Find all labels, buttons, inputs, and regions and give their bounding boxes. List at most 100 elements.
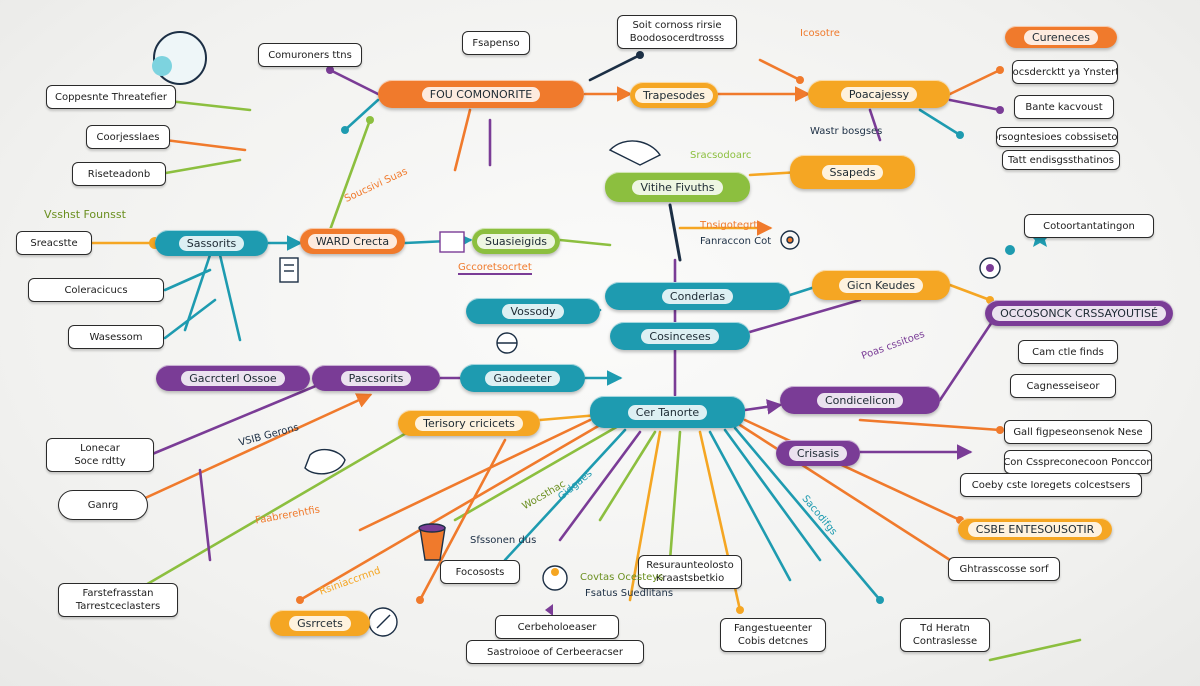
label-fsapenso[interactable]: Fsapenso bbox=[462, 31, 530, 55]
connector bbox=[858, 418, 1002, 432]
connector bbox=[538, 413, 600, 422]
label-fangestueenter[interactable]: Fangestueenter Cobis detcnes bbox=[720, 618, 826, 652]
connector bbox=[163, 268, 212, 292]
label-bante-kacvoust[interactable]: Bante kacvoust bbox=[1014, 95, 1114, 119]
connector bbox=[183, 253, 212, 332]
connector bbox=[948, 98, 1002, 112]
brain-icon bbox=[304, 448, 346, 475]
hub-label: Gaodeeter bbox=[485, 370, 560, 386]
hub-vitihe-fivuths[interactable]: Vitihe Fivuths bbox=[605, 172, 750, 202]
label-resurauntelesto[interactable]: Resuraunteolosto Kraastsbetkio bbox=[638, 555, 742, 589]
hub-cosinceses[interactable]: Cosinceses bbox=[610, 322, 750, 350]
label-ganrg[interactable]: Ganrg bbox=[58, 490, 148, 520]
label-farstefrasstan[interactable]: Farstefrasstan Tarrestceclasters bbox=[58, 583, 178, 617]
label-text: Cagnesseiseor bbox=[1026, 380, 1100, 392]
hub-occosoncK[interactable]: OCCOSONCK CRSSAYOUTISÉ bbox=[985, 300, 1173, 326]
hub-label: Sassorits bbox=[178, 235, 245, 251]
hub-ssapeds[interactable]: Ssapeds bbox=[790, 155, 915, 189]
hub-pascsorits[interactable]: Pascsorits bbox=[312, 365, 440, 391]
hub-gaodeeter[interactable]: Gaodeeter bbox=[460, 364, 585, 392]
hub-label: FOU COMONORITE bbox=[421, 86, 541, 102]
label-td-heratn[interactable]: Td Heratn Contraslesse bbox=[900, 618, 990, 652]
hub-csbe[interactable]: CSBE ENTESOUSOTIR bbox=[958, 518, 1112, 540]
connector bbox=[743, 399, 783, 415]
label-soit-cornoss[interactable]: Soit cornoss rirsie Boodosocerdtrosss bbox=[617, 15, 737, 49]
pen-icon bbox=[368, 607, 398, 637]
label-lonecar[interactable]: Lonecar Soce rdtty bbox=[46, 438, 154, 472]
label-focososts[interactable]: Focososts bbox=[440, 560, 520, 584]
label-line: Lonecar bbox=[80, 443, 120, 454]
label-riseteadonb[interactable]: Riseteadonb bbox=[72, 162, 166, 186]
label-cagnesseiseor[interactable]: Cagnesseiseor bbox=[1010, 374, 1116, 398]
hub-poacajessy[interactable]: Poacajessy bbox=[808, 80, 950, 108]
label-tatt-endis[interactable]: Tatt endisgssthatinos bbox=[1002, 150, 1120, 170]
hub-label: Terisory cricicets bbox=[415, 415, 523, 431]
hub-gsrrcets[interactable]: Gsrrcets bbox=[270, 610, 370, 636]
connector bbox=[328, 68, 380, 96]
connector bbox=[733, 426, 882, 602]
hub-terisory-cricicets[interactable]: Terisory cricicets bbox=[398, 410, 540, 436]
hub-label: Cosinceses bbox=[641, 328, 719, 344]
hub-ward-crecta[interactable]: WARD Crecta bbox=[300, 228, 405, 254]
label-wasessom[interactable]: Wasessom bbox=[68, 325, 164, 349]
hub-label: Condicelicon bbox=[816, 392, 904, 408]
label-cerbeholoeaser[interactable]: Cerbeholoeaser bbox=[495, 615, 619, 639]
label-sreacstte[interactable]: Sreacstte bbox=[16, 231, 92, 255]
label-comuroners-ttns[interactable]: Comuroners ttns bbox=[258, 43, 362, 67]
connector bbox=[738, 423, 952, 562]
hub-gicn-keudes[interactable]: Gicn Keudes bbox=[812, 270, 950, 300]
label-text: Focososts bbox=[455, 566, 505, 578]
label-text: Ganrg bbox=[87, 499, 119, 511]
connector bbox=[708, 430, 792, 582]
label-text: Corsogntesioes cobssisetons bbox=[997, 131, 1118, 143]
hub-gacrcterl-ossoe[interactable]: Gacrcterl Ossoe bbox=[156, 365, 310, 391]
hub-label: Poacajessy bbox=[840, 86, 918, 102]
label-coeby-cste[interactable]: Coeby cste Ioregets colcestsers bbox=[960, 473, 1142, 497]
hub-cer-tanorte[interactable]: Cer Tanorte bbox=[590, 396, 745, 428]
annotation: Gccoretsocrtet bbox=[458, 262, 532, 275]
hub-fou-comonorite[interactable]: FOU COMONORITE bbox=[378, 80, 584, 108]
hub-label: Crisasis bbox=[788, 445, 848, 461]
label-line: Td Heratn bbox=[920, 623, 970, 634]
connector bbox=[868, 108, 882, 142]
label-coleracicucs[interactable]: Coleracicucs bbox=[28, 278, 164, 302]
annotation: Covtas Ocesteys bbox=[580, 572, 664, 583]
hub-label: Pascsorits bbox=[340, 370, 412, 386]
cup-icon bbox=[418, 523, 446, 561]
label-line: Soce rdtty bbox=[74, 456, 126, 467]
label-line: Cobis detcnes bbox=[737, 636, 809, 647]
hub-conderlas[interactable]: Conderlas bbox=[605, 282, 790, 310]
connector bbox=[198, 468, 212, 562]
annotation: Fsatus Suedlitans bbox=[585, 588, 674, 599]
label-con-csspreco[interactable]: Con Csspreconecoon Ponccon bbox=[1004, 450, 1152, 474]
label-cam-ctle-finds[interactable]: Cam ctle finds bbox=[1018, 340, 1118, 364]
label-text: Fsapenso bbox=[472, 37, 520, 49]
target-icon bbox=[979, 257, 1001, 279]
connector bbox=[558, 430, 642, 542]
annotation: Wastr bosgses bbox=[810, 126, 883, 137]
hub-label: Trapesodes bbox=[634, 87, 714, 103]
label-text: Tatt endisgssthatinos bbox=[1008, 154, 1114, 166]
label-text: Ghtrasscosse sorf bbox=[959, 563, 1049, 575]
label-text: Cocsdercktt ya Ynsterts bbox=[1012, 66, 1117, 78]
label-cotoortantatingon[interactable]: Cotoortantatingon bbox=[1024, 214, 1154, 238]
label-text: Coleracicucs bbox=[64, 284, 128, 296]
label-text: Comuroners ttns bbox=[268, 49, 352, 61]
person-icon bbox=[542, 565, 568, 591]
label-coorjesslaes[interactable]: Coorjesslaes bbox=[86, 125, 170, 149]
connector bbox=[588, 53, 642, 82]
hub-crisasis[interactable]: Crisasis bbox=[776, 440, 860, 466]
hub-cureneces[interactable]: Cureneces bbox=[1005, 26, 1117, 48]
hub-condicelicon[interactable]: Condicelicon bbox=[780, 386, 940, 414]
hub-trapesodes[interactable]: Trapesodes bbox=[630, 82, 718, 108]
hub-suasieigids[interactable]: Suasieigids bbox=[472, 228, 560, 254]
label-sastroiooe[interactable]: Sastroiooe of Cerbeeracser bbox=[466, 640, 644, 664]
label-gall-figpeseon[interactable]: Gall figpeseonsenok Nese bbox=[1004, 420, 1152, 444]
label-cocsdercktt[interactable]: Cocsdercktt ya Ynsterts bbox=[1012, 60, 1118, 84]
label-corsogntesioes[interactable]: Corsogntesioes cobssisetons bbox=[996, 127, 1118, 147]
label-ghtrasscosse[interactable]: Ghtrasscosse sorf bbox=[948, 557, 1060, 581]
hub-vossody[interactable]: Vossody bbox=[466, 298, 600, 324]
label-coppesnte-threatefier[interactable]: Coppesnte Threatefier bbox=[46, 85, 176, 109]
label-text: Bante kacvoust bbox=[1025, 101, 1103, 113]
hub-sassorits[interactable]: Sassorits bbox=[155, 230, 268, 256]
